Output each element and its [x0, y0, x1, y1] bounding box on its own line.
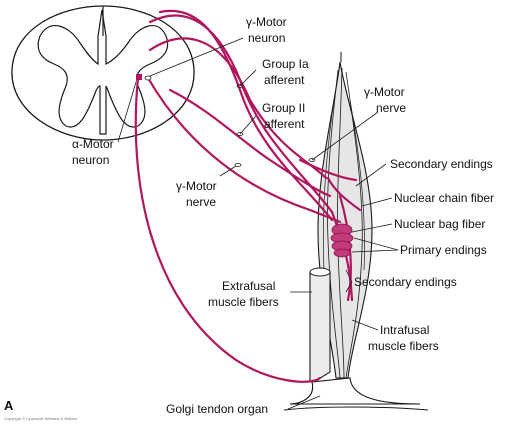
alpha-neuron-soma: [136, 74, 142, 80]
alpha-motor-axon: [134, 76, 322, 383]
label-extrafusal-1: Extrafusal: [222, 279, 275, 293]
extrafusal-fiber: [309, 267, 331, 383]
label-intrafusal-2: muscle fibers: [368, 339, 439, 353]
label-primary-endings: Primary endings: [400, 243, 487, 257]
label-intrafusal-1: Intrafusal: [380, 323, 429, 337]
label-gamma-motor-nerve-left-2: nerve: [186, 195, 216, 209]
label-nuclear-chain-fiber: Nuclear chain fiber: [394, 191, 494, 205]
label-gamma-motor-nerve-left-1: γ-Motor: [176, 179, 217, 193]
label-alpha-motor-neuron-1: α-Motor: [72, 137, 114, 151]
label-gamma-motor-nerve-right-1: γ-Motor: [364, 85, 405, 99]
gamma-motor-axon: [146, 76, 342, 224]
labels: γ-Motor neuron Group Ia afferent Group I…: [4, 15, 494, 421]
label-secondary-endings-top: Secondary endings: [390, 157, 493, 171]
footer-fine-print: Copyright © Lippincott Williams & Wilkin…: [4, 416, 77, 421]
label-alpha-motor-neuron-2: neuron: [72, 153, 109, 167]
label-secondary-endings-bottom: Secondary endings: [354, 275, 457, 289]
label-extrafusal-2: muscle fibers: [208, 295, 279, 309]
label-nuclear-bag-fiber: Nuclear bag fiber: [394, 217, 485, 231]
spinal-cord-section: [11, 5, 195, 141]
label-group-ii-afferent-2: afferent: [264, 117, 305, 131]
panel-letter: A: [4, 398, 14, 413]
primary-endings-coil: [330, 223, 354, 258]
gamma-neuron-soma: [144, 75, 152, 81]
label-group-ia-afferent-2: afferent: [264, 73, 305, 87]
tendon: [289, 377, 421, 405]
leader-lines: [117, 37, 399, 410]
label-gamma-motor-nerve-right-2: nerve: [376, 101, 406, 115]
label-group-ia-afferent-1: Group Ia: [262, 57, 309, 71]
label-gamma-motor-neuron-1: γ-Motor: [246, 15, 287, 29]
label-gamma-motor-neuron-2: neuron: [248, 31, 285, 45]
label-group-ii-afferent-1: Group II: [262, 101, 305, 115]
label-golgi-tendon-organ: Golgi tendon organ: [166, 402, 268, 416]
